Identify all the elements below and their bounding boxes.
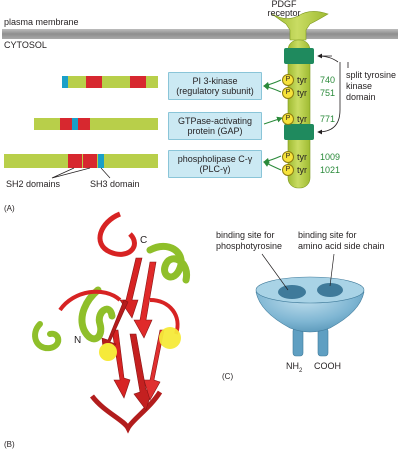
plasma-membrane xyxy=(2,29,398,39)
site-1009: 1009 xyxy=(320,152,341,162)
nh2-label: NH2 xyxy=(286,362,302,374)
site2-line2: amino acid side chain xyxy=(298,240,385,251)
sh3-pointer xyxy=(100,167,111,179)
n-terminus-label: N xyxy=(74,335,82,346)
tyr-1009: tyr xyxy=(297,152,307,162)
nh2-text: NH xyxy=(286,361,299,371)
pi3k-box: PI 3-kinase (regulatory subunit) xyxy=(168,72,262,100)
nh2-subscript: 2 xyxy=(299,367,303,374)
sh2-domains-label: SH2 domains xyxy=(6,179,61,189)
binding-arrow-740 xyxy=(263,79,282,88)
p-site-1009: P xyxy=(282,151,294,163)
sh2-ribbon-model xyxy=(32,211,191,434)
binding-arrow-1021 xyxy=(263,161,282,171)
tyr-1021: tyr xyxy=(297,165,307,175)
pi3k-sub: (regulatory subunit) xyxy=(176,86,254,96)
cooh-label: COOH xyxy=(314,361,341,371)
kinase-arrow-lower xyxy=(317,109,341,135)
plcg-sub: (PLC-γ) xyxy=(199,164,231,174)
tyr-751: tyr xyxy=(297,88,307,98)
cytosol-label: CYTOSOL xyxy=(4,40,47,50)
sh2-pointer xyxy=(51,167,91,179)
pi3k-name: PI 3-kinase xyxy=(192,75,238,86)
sh3-domain-label: SH3 domain xyxy=(90,179,140,189)
p-site-740: P xyxy=(282,74,294,86)
p-site-751: P xyxy=(282,87,294,99)
kinase-domain-upper xyxy=(284,48,314,64)
plcg-name: phospholipase C-γ xyxy=(177,153,253,164)
pdgf-receptor-label: PDGF receptor xyxy=(267,0,301,18)
panel-c-letter: (C) xyxy=(222,372,234,381)
binding-arrow-1009 xyxy=(263,155,282,164)
kinase-domain-lower xyxy=(284,124,314,140)
gap-box: GTPase-activating protein (GAP) xyxy=(168,112,262,140)
tyr-771: tyr xyxy=(297,114,307,124)
site-740: 740 xyxy=(320,75,336,85)
plasma-membrane-label: plasma membrane xyxy=(4,17,79,27)
protein-bar-plcg xyxy=(4,154,158,168)
kinase-domain-label: split tyrosine kinase domain xyxy=(346,70,397,102)
gap-sub: protein (GAP) xyxy=(187,126,243,136)
side-chain-site-label: binding site for amino acid side chain xyxy=(298,230,385,252)
site-1021: 1021 xyxy=(320,165,341,175)
gap-name: GTPase-activating xyxy=(177,115,253,126)
site-771: 771 xyxy=(320,114,336,124)
binding-arrow-771 xyxy=(263,116,283,125)
site1-line1: binding site for xyxy=(216,230,275,240)
p-site-771: P xyxy=(282,113,294,125)
pdgf-receptor-head xyxy=(271,11,329,41)
panel-a-letter: (A) xyxy=(4,204,15,213)
protein-bar-gap xyxy=(34,118,158,130)
site1-line2: phosphotyrosine xyxy=(216,240,283,251)
plcg-box: phospholipase C-γ (PLC-γ) xyxy=(168,150,262,178)
c-terminus-label: C xyxy=(140,235,148,246)
site2-line1: binding site for xyxy=(298,230,357,240)
protein-bar-pi3k xyxy=(62,76,158,88)
phosphotyrosine-site-label: binding site for phosphotyrosine xyxy=(216,230,282,252)
tyr-740: tyr xyxy=(297,75,307,85)
side-chain-pocket xyxy=(317,283,343,297)
panel-b-letter: (B) xyxy=(4,440,15,449)
p-site-1021: P xyxy=(282,164,294,176)
binding-arrow-751 xyxy=(263,84,282,93)
kinase-arrow-upper xyxy=(317,53,339,63)
site-751: 751 xyxy=(320,88,336,98)
sh2-domain-model xyxy=(255,253,365,357)
phosphotyrosine-pocket xyxy=(278,285,306,299)
